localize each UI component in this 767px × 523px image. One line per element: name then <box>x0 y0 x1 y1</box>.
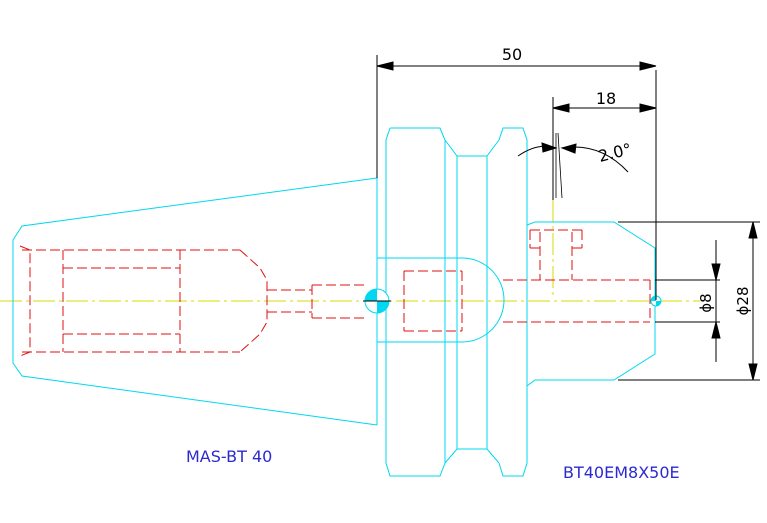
hidden-lines <box>19 229 651 357</box>
taper-shank-outline <box>12 177 378 426</box>
v-groove <box>444 139 500 157</box>
nose-outline <box>526 221 656 387</box>
taper-angle-dim: 2.0° <box>596 139 633 166</box>
nose-length-dim: 18 <box>596 89 616 108</box>
dimension-lines <box>376 55 760 381</box>
part-number-label: BT40EM8X50E <box>563 463 680 482</box>
gauge-point-marker <box>363 288 391 314</box>
holder-outline <box>12 127 656 477</box>
nose-end-marker <box>650 295 662 307</box>
nose-diameter-dim: ϕ28 <box>734 287 752 316</box>
flange-outline <box>385 127 446 477</box>
center-line <box>0 200 700 302</box>
shank-standard-label: MAS-BT 40 <box>186 447 272 466</box>
overall-length-dim: 50 <box>502 45 522 64</box>
bore-diameter-dim: ϕ8 <box>697 293 715 312</box>
